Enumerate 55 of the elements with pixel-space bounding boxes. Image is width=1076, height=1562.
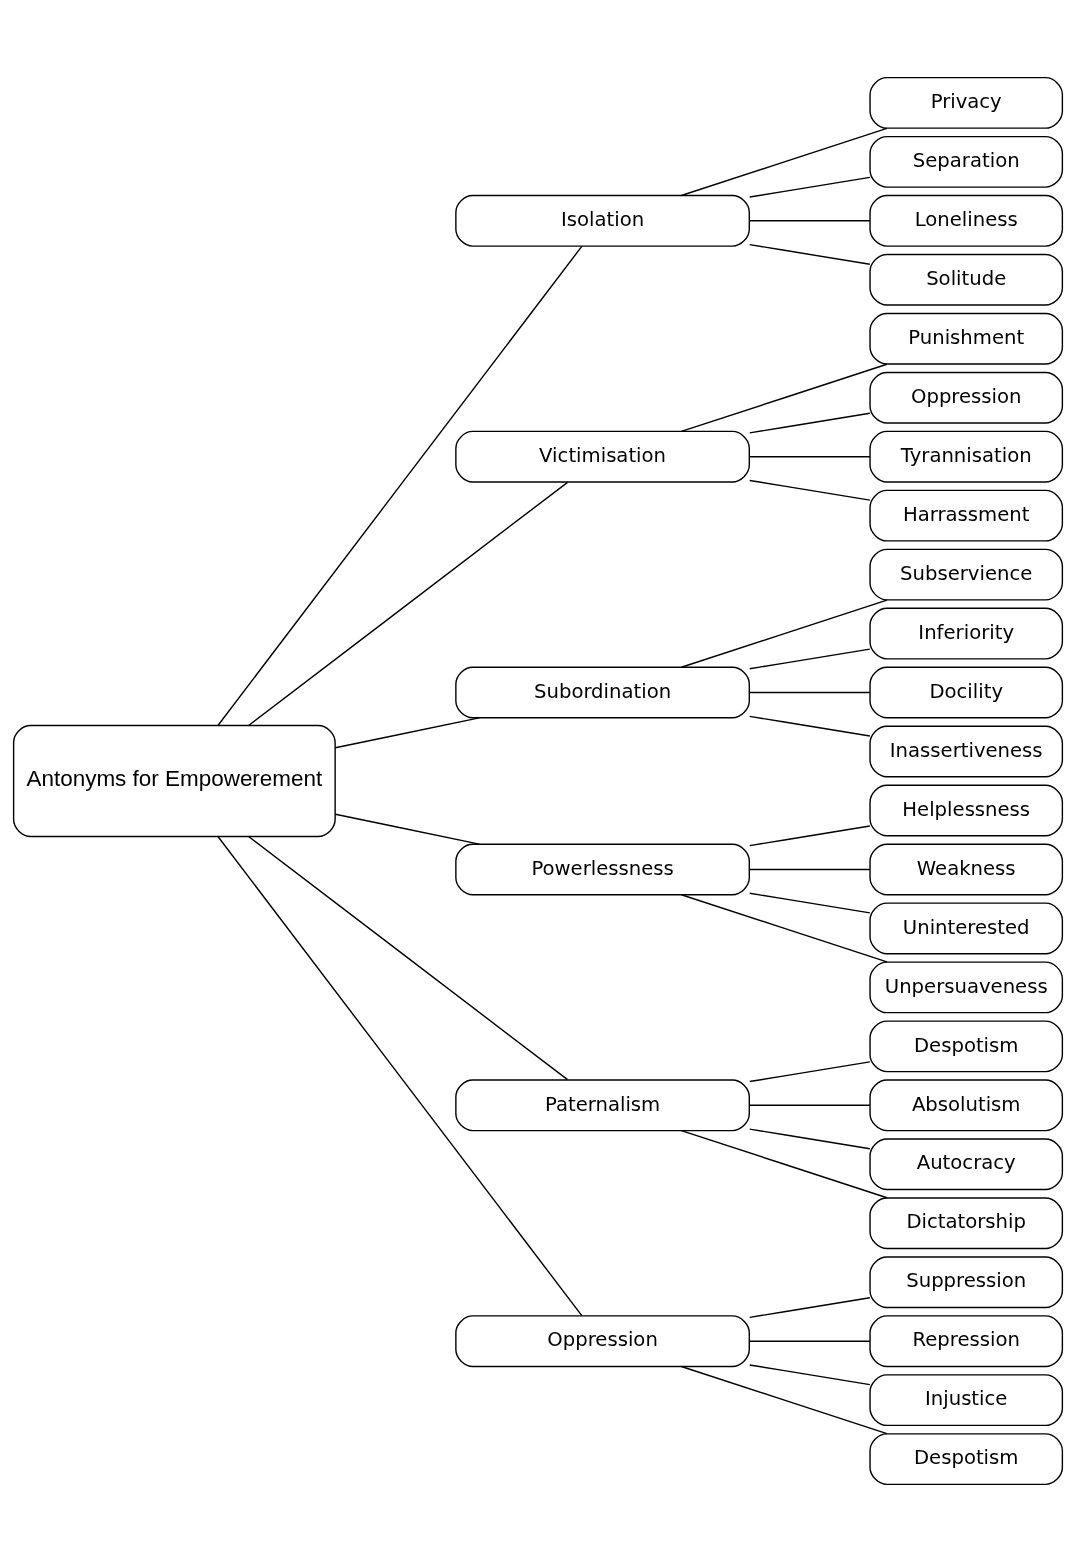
connector [749,479,871,501]
node-box: Uninterested [869,902,1064,955]
connector [749,1104,871,1106]
connector [217,245,583,726]
node-box: Solitude [869,253,1064,306]
node-box: Privacy [869,76,1064,129]
node-box: Absolutism [869,1079,1064,1132]
node-box: Oppression [869,371,1064,424]
node-box: Inferiority [869,607,1064,660]
connector [749,1128,871,1150]
connector [749,1297,871,1319]
node-box: Unpersuaveness [869,961,1064,1014]
node-box: Powerlessness [455,843,750,896]
connector [217,836,583,1317]
node-box: Autocracy [869,1138,1064,1191]
node-box: Inassertiveness [869,725,1064,778]
connector [749,825,871,847]
node-box: Helplessness [869,784,1064,837]
node-box: Victimisation [455,430,750,483]
connector [334,717,480,749]
connector [749,243,871,265]
connector [749,691,871,694]
node-box: Punishment [869,312,1064,365]
node-box: Injustice [869,1374,1064,1427]
node-box: Subordination [455,666,750,719]
connector [749,220,871,222]
connector [749,648,871,670]
connector [248,836,569,1081]
node-box: Weakness [869,843,1064,896]
node-box: Loneliness [869,194,1064,247]
node-box: Repression [869,1315,1064,1368]
node-box: Dictatorship [869,1197,1064,1250]
node-box: Despotism [869,1020,1064,1073]
connector [749,892,871,914]
connector [749,456,871,458]
node-box: Docility [869,666,1064,719]
node-box: Antonyms for Empowerement [12,724,336,838]
connector [749,715,871,737]
connector [248,481,569,726]
node-box: Paternalism [455,1079,750,1132]
node-box: Separation [869,135,1064,188]
node-box: Harrassment [869,489,1064,542]
node-box: Tyrannisation [869,430,1064,483]
connector [749,868,871,871]
connector [334,813,480,845]
node-box: Despotism [869,1433,1064,1486]
connector [749,412,871,434]
node-box: Suppression [869,1256,1064,1309]
connector [749,1364,871,1386]
node-box: Isolation [455,194,750,247]
connector [749,176,871,198]
node-box: Subservience [869,548,1064,601]
connector [749,1061,871,1083]
node-box: Oppression [455,1315,750,1368]
connector [749,1340,871,1342]
